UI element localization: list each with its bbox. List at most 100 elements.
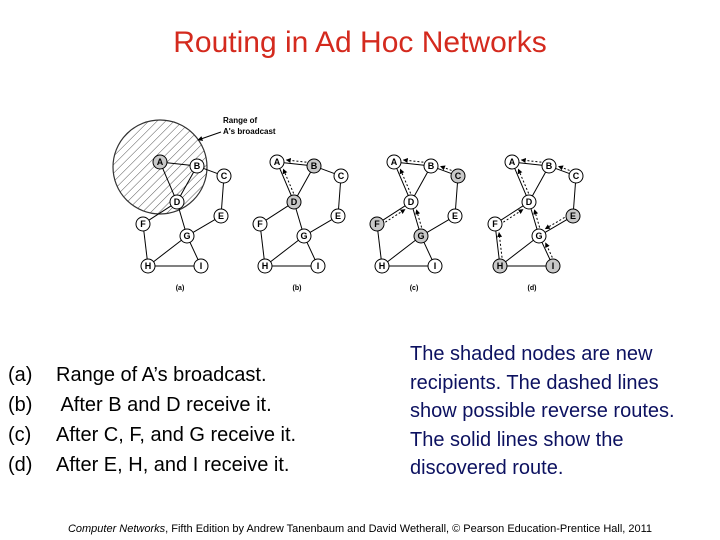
node-label: D: [291, 197, 298, 207]
node-label: F: [492, 219, 498, 229]
node-circle: [140, 258, 156, 274]
node-circle: [369, 216, 385, 232]
node-circle: [504, 154, 520, 170]
node-label: I: [200, 261, 203, 271]
panel-label: (a): [176, 285, 185, 292]
reverse-route-arrow: [545, 242, 553, 258]
network-link: [514, 168, 527, 196]
explanation-text: The shaded nodes are new recipients. The…: [410, 343, 675, 479]
network-link: [412, 208, 420, 230]
callout-line-1: Range of: [223, 116, 258, 125]
network-link: [143, 230, 148, 260]
node-circle: [447, 208, 463, 224]
node-label: F: [257, 219, 263, 229]
slide-title: Routing in Ad Hoc Networks: [173, 26, 547, 59]
node-label: D: [526, 197, 533, 207]
network-link: [162, 168, 175, 196]
reverse-route-arrow: [415, 209, 423, 228]
caption-list: (a) Range of A’s broadcast. (b) After B …: [8, 360, 368, 480]
network-link: [500, 205, 524, 221]
node-label: D: [174, 197, 181, 207]
reverse-route-arrow: [385, 208, 406, 223]
caption-text: After B and D receive it.: [56, 394, 272, 416]
network-link: [423, 242, 433, 260]
footer-book-title: Computer Networks: [67, 523, 166, 535]
reverse-route-arrow: [440, 165, 452, 171]
node-circle: [386, 154, 402, 170]
network-link: [413, 171, 429, 197]
node-circle: [306, 158, 322, 174]
node-circle: [269, 154, 285, 170]
node-circle: [152, 154, 168, 170]
node-label: B: [311, 161, 318, 171]
node-label: I: [552, 261, 555, 271]
node-circle: [531, 228, 547, 244]
reverse-route-arrow: [503, 208, 524, 223]
node-label: H: [497, 261, 504, 271]
node-label: C: [338, 171, 345, 181]
node-circle: [330, 208, 346, 224]
reverse-route-arrow: [285, 157, 307, 163]
network-link: [531, 171, 547, 197]
network-link: [518, 162, 543, 166]
reverse-route-arrow: [533, 209, 541, 228]
node-label: H: [379, 261, 386, 271]
network-link: [296, 171, 312, 197]
network-link: [166, 162, 191, 166]
node-circle: [545, 258, 561, 274]
network-link: [179, 171, 195, 197]
node-label: B: [194, 161, 201, 171]
node-label: G: [417, 231, 424, 241]
network-link: [148, 205, 172, 221]
reverse-route-arrow: [282, 168, 295, 194]
node-label: C: [455, 171, 462, 181]
node-circle: [423, 158, 439, 174]
reverse-route-arrow: [399, 168, 412, 194]
node-circle: [169, 194, 185, 210]
network-link: [192, 219, 216, 233]
node-circle: [413, 228, 429, 244]
node-label: E: [218, 211, 224, 221]
node-label: F: [140, 219, 146, 229]
reverse-route-arrow: [517, 168, 530, 194]
node-circle: [403, 194, 419, 210]
callout-line-2: A's broadcast: [223, 127, 276, 136]
node-label: B: [546, 161, 553, 171]
network-link: [295, 208, 303, 230]
network-link: [265, 205, 289, 221]
network-link: [505, 239, 534, 263]
network-link: [309, 219, 333, 233]
node-circle: [296, 228, 312, 244]
node-circle: [179, 228, 195, 244]
node-label: C: [573, 171, 580, 181]
footer-rest: , Fifth Edition by Andrew Tanenbaum and …: [165, 523, 653, 535]
node-circle: [568, 168, 584, 184]
reverse-route-arrow: [497, 232, 503, 258]
caption-letter: (d): [8, 454, 33, 476]
network-link: [283, 162, 308, 166]
network-link: [400, 162, 425, 166]
node-circle: [565, 208, 581, 224]
panel-label: (d): [528, 285, 537, 292]
node-circle: [216, 168, 232, 184]
panel-label: (c): [410, 285, 419, 292]
network-link: [260, 230, 265, 260]
network-link: [189, 242, 199, 260]
node-label: G: [300, 231, 307, 241]
reverse-route-arrow: [558, 165, 570, 171]
node-label: A: [509, 157, 516, 167]
node-circle: [487, 216, 503, 232]
node-circle: [450, 168, 466, 184]
caption-text: After C, F, and G receive it.: [56, 424, 297, 446]
callout-arrow: [197, 131, 222, 141]
network-link: [153, 239, 182, 263]
node-label: A: [274, 157, 281, 167]
reverse-route-arrow: [520, 157, 542, 163]
node-circle: [213, 208, 229, 224]
node-label: I: [317, 261, 320, 271]
